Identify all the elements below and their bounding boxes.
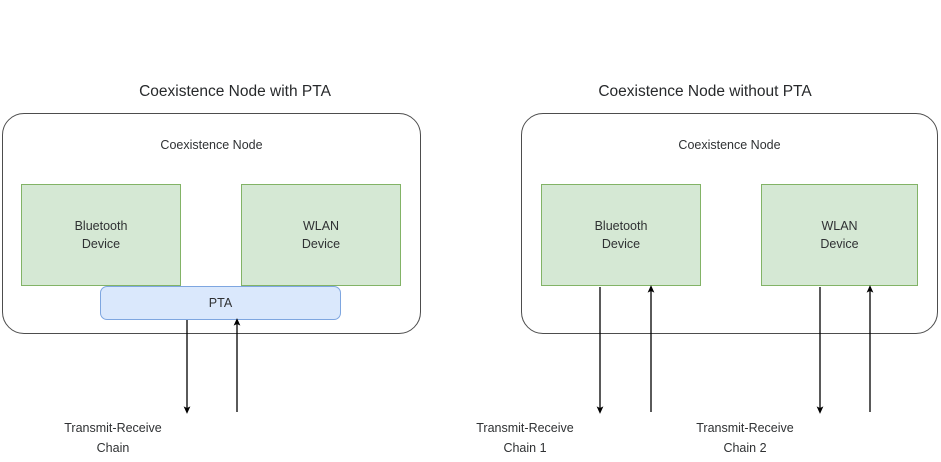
bluetooth-device-label-line1: Bluetooth [74,219,128,233]
wlan-device-label-line1: WLAN [821,219,858,233]
panel-title-with-pta: Coexistence Node with PTA [139,83,331,100]
chain-label-line1: Transmit-Receive [64,421,162,435]
bluetooth-device-label-line1: Bluetooth [594,219,648,233]
chain1-label-line1: Transmit-Receive [476,421,574,435]
wlan-device-label-line1: WLAN [302,219,340,233]
panel-title-without-pta: Coexistence Node without PTA [598,83,812,100]
transmit-receive-chain-1-label: Transmit-Receive Chain 1 [425,418,625,458]
wlan-device-box-left: WLAN Device [241,184,401,286]
bluetooth-device-box-left: Bluetooth Device [21,184,181,286]
transmit-receive-chain-2-label: Transmit-Receive Chain 2 [645,418,845,458]
pta-box: PTA [100,286,341,320]
chain2-label-line2: Chain 2 [723,441,767,455]
coexistence-node-label-left: Coexistence Node [160,138,263,152]
bluetooth-device-label-line2: Device [601,237,641,251]
panel-coexistence-without-pta: Coexistence Node without PTA Coexistence… [470,0,940,462]
bluetooth-device-label-line2: Device [81,237,121,251]
chain2-label-line1: Transmit-Receive [696,421,794,435]
pta-label: PTA [208,296,233,310]
wlan-device-label-line2: Device [301,237,341,251]
transmit-receive-chain-label-left: Transmit-Receive Chain [13,418,213,458]
coexistence-node-label-right: Coexistence Node [678,138,781,152]
chain-label-line2: Chain [96,441,130,455]
wlan-device-label-line2: Device [820,237,859,251]
panel-coexistence-with-pta: Coexistence Node with PTA Coexistence No… [0,0,470,462]
chain1-label-line2: Chain 1 [503,441,547,455]
bluetooth-device-box-right: Bluetooth Device [541,184,701,286]
wlan-device-box-right: WLAN Device [761,184,918,286]
